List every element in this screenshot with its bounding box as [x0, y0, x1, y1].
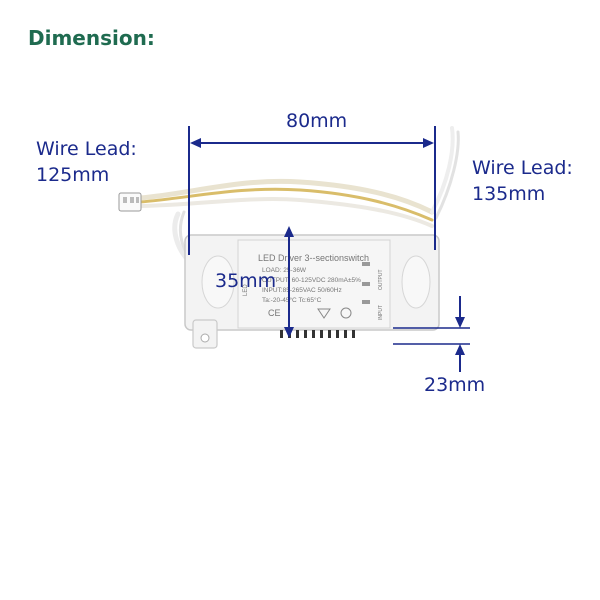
- dimension-lines: [188, 126, 470, 372]
- device-load: LOAD: 25-36W: [262, 267, 307, 274]
- input-side-label: INPUT: [378, 305, 384, 320]
- connector-plug: [118, 192, 142, 212]
- wire-lead-right-length: 135mm: [472, 183, 546, 205]
- depth-dimension-label: 23mm: [424, 374, 486, 396]
- wire-lead-right-label: Wire Lead: 135mm: [472, 155, 573, 207]
- wire-bundle: [137, 126, 460, 266]
- wire-lead-right-title: Wire Lead:: [472, 157, 573, 179]
- wire-lead-left-length: 125mm: [36, 164, 110, 186]
- device-temp: Ta:-20-45°C Tc:65°C: [262, 296, 322, 304]
- output-side-label: OUTPUT: [378, 269, 384, 290]
- wire-lead-left-label: Wire Lead: 125mm: [36, 136, 137, 188]
- wire-lead-left-title: Wire Lead:: [36, 138, 137, 160]
- device-output: OUTPUT: 60-125VDC 280mA±5%: [262, 277, 361, 284]
- device-input: INPUT:85-265VAC 50/60Hz: [262, 287, 342, 294]
- side-label: LED: [243, 284, 249, 296]
- height-dimension-label: 35mm: [215, 270, 277, 292]
- cert-mark-icon: [340, 307, 352, 319]
- ce-mark-icon: CE: [268, 308, 281, 318]
- warning-icon: [317, 308, 331, 319]
- driver-case: LED Driver 3--sectionswitch LOAD: 25-36W…: [184, 234, 440, 349]
- device-title: LED Driver 3--sectionswitch: [258, 253, 369, 263]
- width-dimension-label: 80mm: [286, 110, 348, 132]
- page-title: Dimension:: [28, 26, 155, 50]
